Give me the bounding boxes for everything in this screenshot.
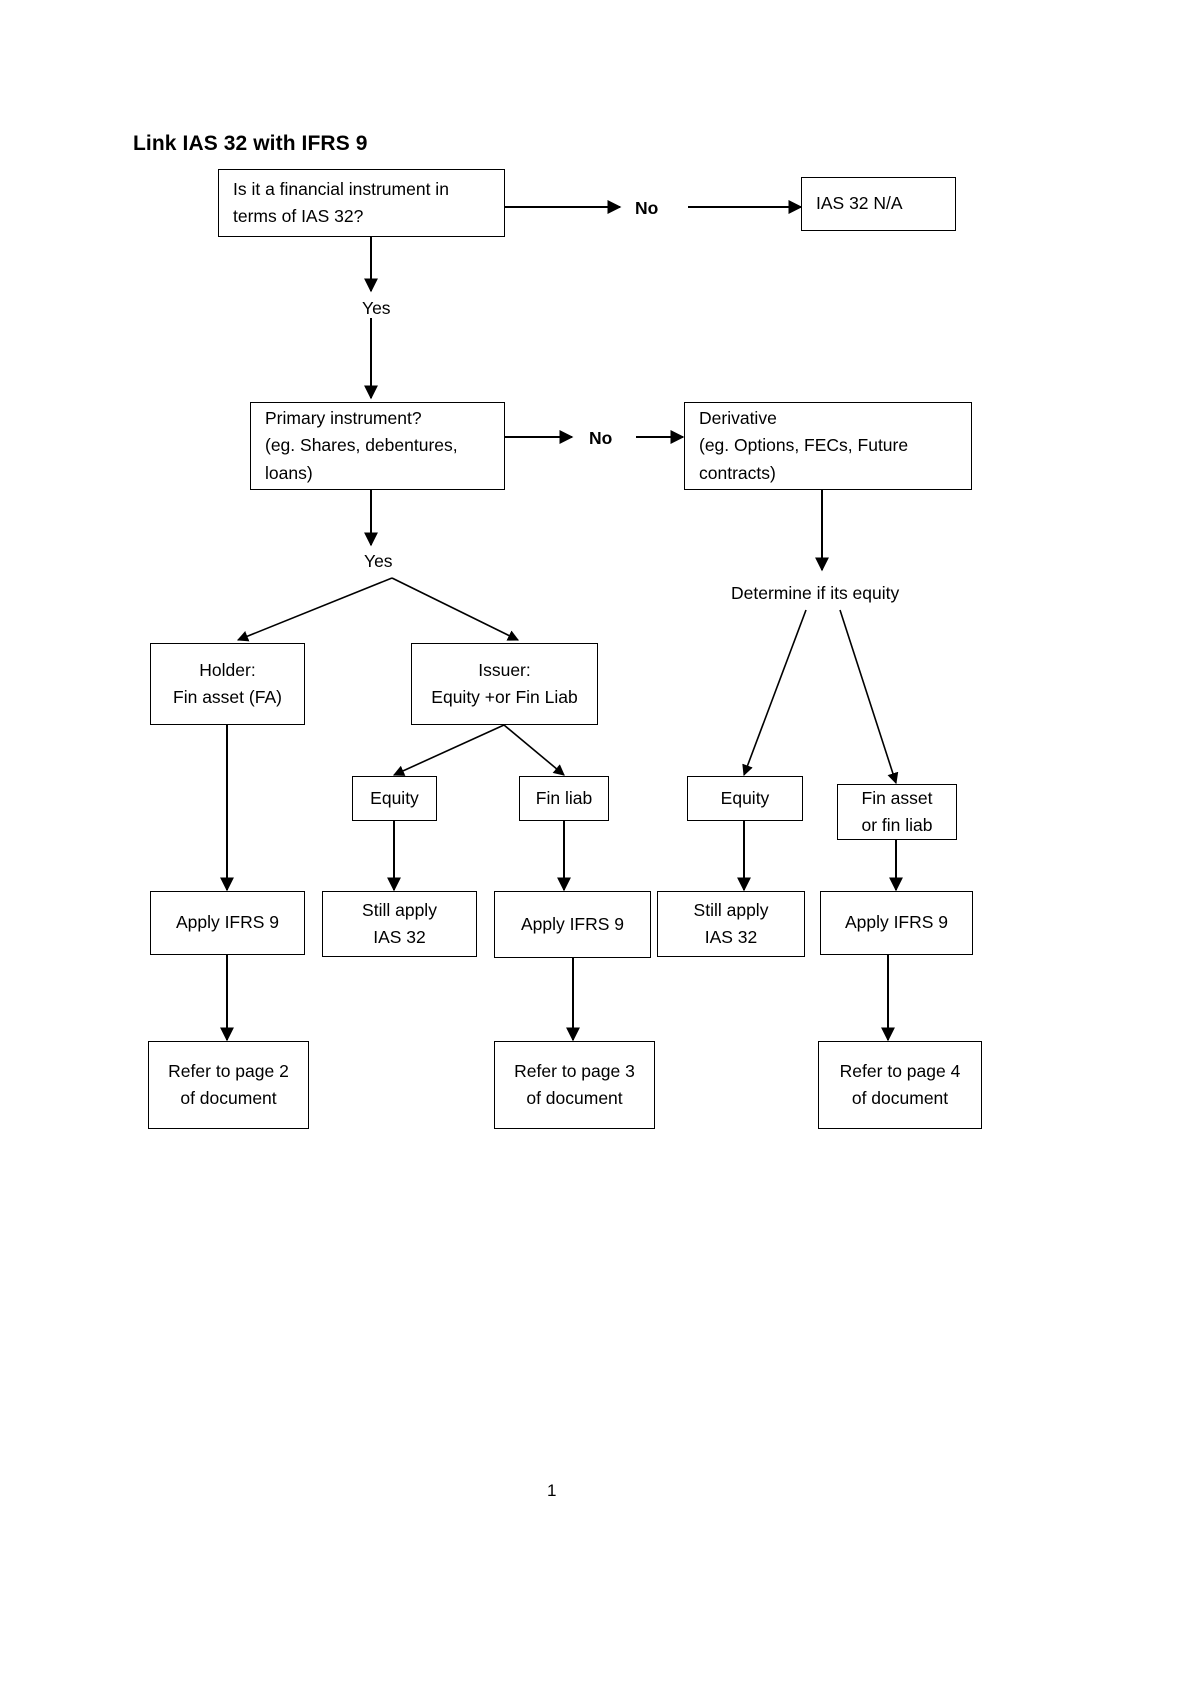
edge-label-yes-middle: Yes: [364, 551, 393, 571]
node-line: Apply IFRS 9: [844, 912, 949, 933]
node-line: or fin liab: [861, 815, 933, 835]
node-line: Fin asset: [861, 787, 933, 808]
node-is-financial-instrument[interactable]: Is it a financial instrument in terms of…: [218, 169, 505, 237]
node-apply-ifrs9-derivative[interactable]: Apply IFRS 9: [820, 891, 973, 955]
node-ias32-na[interactable]: IAS 32 N/A: [801, 177, 956, 231]
node-line: Equity +or Fin Liab: [431, 687, 578, 707]
node-line: IAS 32: [704, 927, 758, 947]
edge-label-yes-top: Yes: [362, 298, 391, 318]
node-equity-derivative[interactable]: Equity: [687, 776, 803, 821]
node-refer-page-2[interactable]: Refer to page 2 of document: [148, 1041, 309, 1129]
node-fin-liab-issuer[interactable]: Fin liab: [519, 776, 609, 821]
node-equity-issuer[interactable]: Equity: [352, 776, 437, 821]
node-line: Is it a financial instrument in: [233, 178, 449, 199]
node-line: Apply IFRS 9: [175, 912, 280, 933]
node-line: (eg. Options, FECs, Future: [699, 435, 909, 456]
node-refer-page-3[interactable]: Refer to page 3 of document: [494, 1041, 655, 1129]
node-line: Apply IFRS 9: [520, 913, 625, 934]
node-line: Fin liab: [535, 787, 593, 808]
page-number: 1: [547, 1481, 557, 1500]
node-line: of document: [851, 1088, 949, 1108]
edge-yes-to-issuer: [391, 577, 520, 641]
node-line: of document: [180, 1088, 277, 1108]
node-line: Still apply: [693, 899, 769, 920]
edge-issuer-to-equity: [392, 724, 505, 776]
edge-yes-to-holder: [236, 577, 393, 642]
node-line: of document: [526, 1088, 623, 1108]
node-line: Derivative: [699, 408, 777, 429]
node-line: Still apply: [362, 899, 437, 920]
node-issuer[interactable]: Issuer: Equity +or Fin Liab: [411, 643, 598, 725]
node-primary-instrument[interactable]: Primary instrument? (eg. Shares, debentu…: [250, 402, 505, 490]
node-line: Issuer:: [478, 659, 531, 680]
node-line: Fin asset (FA): [173, 687, 282, 707]
node-line: Refer to page 3: [514, 1060, 635, 1081]
edge-issuer-to-finliab: [503, 724, 565, 776]
node-line: Equity: [720, 787, 770, 808]
node-fin-asset-or-fin-liab-derivative[interactable]: Fin asset or fin liab: [837, 784, 957, 840]
node-still-apply-ias32-issuer[interactable]: Still apply IAS 32: [322, 891, 477, 957]
edge-label-no-top: No: [635, 198, 659, 218]
node-apply-ifrs9-holder[interactable]: Apply IFRS 9: [150, 891, 305, 955]
edge-label-no-middle: No: [589, 428, 613, 448]
node-line: terms of IAS 32?: [233, 206, 364, 226]
node-line: IAS 32: [373, 927, 426, 947]
page-title: Link IAS 32 with IFRS 9: [133, 132, 368, 155]
edge-determine-to-finasset: [839, 609, 899, 785]
node-line: loans): [265, 462, 313, 483]
node-line: Holder:: [199, 659, 256, 680]
node-line: Refer to page 4: [839, 1060, 961, 1081]
node-line: Refer to page 2: [168, 1060, 289, 1081]
node-line: IAS 32 N/A: [816, 193, 903, 214]
edge-determine-to-equity: [742, 609, 807, 777]
node-holder[interactable]: Holder: Fin asset (FA): [150, 643, 305, 725]
edge-label-determine-equity: Determine if its equity: [731, 583, 900, 603]
node-line: (eg. Shares, debentures,: [265, 435, 458, 456]
node-derivative[interactable]: Derivative (eg. Options, FECs, Future co…: [684, 402, 972, 490]
node-refer-page-4[interactable]: Refer to page 4 of document: [818, 1041, 982, 1129]
node-still-apply-ias32-derivative[interactable]: Still apply IAS 32: [657, 891, 805, 957]
node-apply-ifrs9-finliab[interactable]: Apply IFRS 9: [494, 891, 651, 958]
node-line: Equity: [370, 787, 419, 808]
node-line: contracts): [699, 462, 776, 483]
node-line: Primary instrument?: [265, 408, 422, 429]
